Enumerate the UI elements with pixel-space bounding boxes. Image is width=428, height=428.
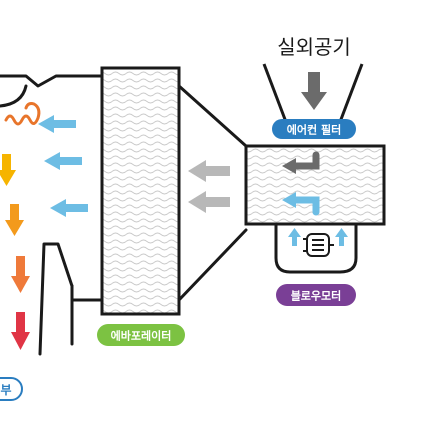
cool-airflow-arrows-icon bbox=[38, 115, 88, 217]
duct-top-slope bbox=[177, 84, 248, 148]
evaporator-label: 에바포레이터 bbox=[111, 329, 172, 343]
duct-housing bbox=[0, 74, 248, 356]
outdoor-air-label: 실외공기 bbox=[277, 35, 351, 59]
warm-airflow-arrows-icon bbox=[0, 154, 30, 350]
duct-divider bbox=[38, 242, 74, 356]
blower-motor-label: 블로우모터 bbox=[291, 289, 342, 303]
heater-coil bbox=[4, 102, 41, 126]
air-filter-badge: 에어컨 필터 bbox=[272, 119, 356, 139]
evaporator-badge: 에바포레이터 bbox=[97, 324, 185, 346]
duct-bottom-slope bbox=[177, 228, 248, 302]
air-filter-label: 에어컨 필터 bbox=[287, 123, 341, 137]
evaporator-core bbox=[100, 66, 181, 316]
duct-top-wall bbox=[0, 74, 104, 88]
blower-airflow-arrows-icon bbox=[288, 228, 348, 246]
motor-icon bbox=[303, 233, 334, 257]
partial-label: 부 bbox=[0, 383, 11, 397]
blower-casing bbox=[274, 224, 358, 274]
duct-inner-curve bbox=[0, 84, 28, 108]
intake-left-wall bbox=[262, 63, 288, 123]
filter-airflow-arrows-icon bbox=[282, 151, 320, 216]
gray-airflow-arrows-icon bbox=[188, 160, 230, 213]
intake-right-wall bbox=[338, 63, 364, 123]
filter-blower-housing bbox=[262, 63, 364, 274]
partial-badge: 부 bbox=[0, 377, 23, 401]
blower-motor-badge: 블로우모터 bbox=[276, 284, 356, 306]
duct-bottom-wall bbox=[70, 284, 104, 302]
outdoor-air-arrow-icon bbox=[301, 72, 327, 110]
